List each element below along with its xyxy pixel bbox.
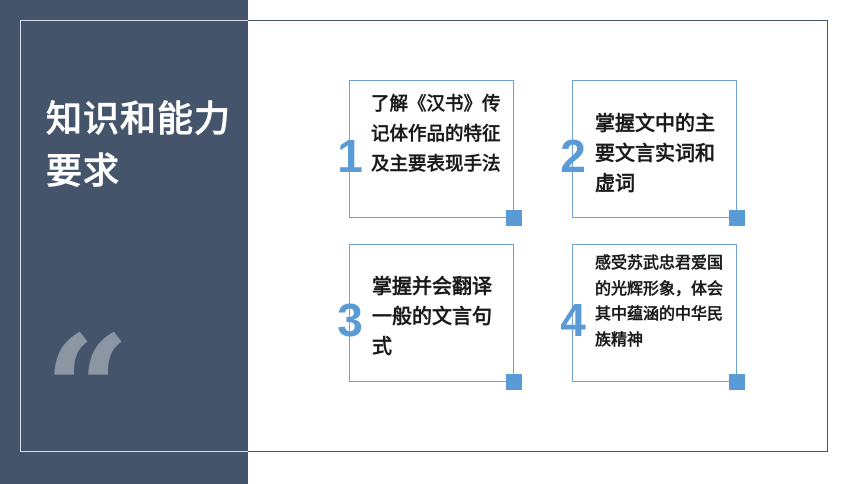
- card-number: 1: [337, 130, 363, 182]
- requirement-card-4: 4 感受苏武忠君爱国的光辉形象，体会其中蕴涵的中华民族精神: [560, 244, 745, 390]
- side-panel: [0, 0, 248, 484]
- card-text: 感受苏武忠君爱国的光辉形象，体会其中蕴涵的中华民族精神: [595, 253, 724, 349]
- requirement-card-2: 2 掌握文中的主要文言实词和虚词: [560, 80, 745, 226]
- card-text: 掌握文中的主要文言实词和虚词: [595, 111, 715, 195]
- corner-square: [506, 210, 522, 226]
- card-number: 3: [337, 294, 363, 346]
- corner-square: [729, 210, 745, 226]
- card-number: 2: [560, 130, 586, 182]
- requirement-card-3: 3 掌握并会翻译一般的文言句式: [337, 244, 522, 390]
- requirement-card-1: 1 了解《汉书》传记体作品的特征及主要表现手法: [337, 80, 522, 226]
- corner-square: [506, 374, 522, 390]
- card-number: 4: [560, 294, 586, 346]
- side-inner-frame: [20, 20, 248, 452]
- card-text: 掌握并会翻译一般的文言句式: [372, 274, 492, 358]
- card-text: 了解《汉书》传记体作品的特征及主要表现手法: [371, 94, 501, 175]
- quote-icon: “: [44, 303, 131, 479]
- slide-title: 知识和能力要求: [46, 99, 232, 192]
- corner-square: [729, 374, 745, 390]
